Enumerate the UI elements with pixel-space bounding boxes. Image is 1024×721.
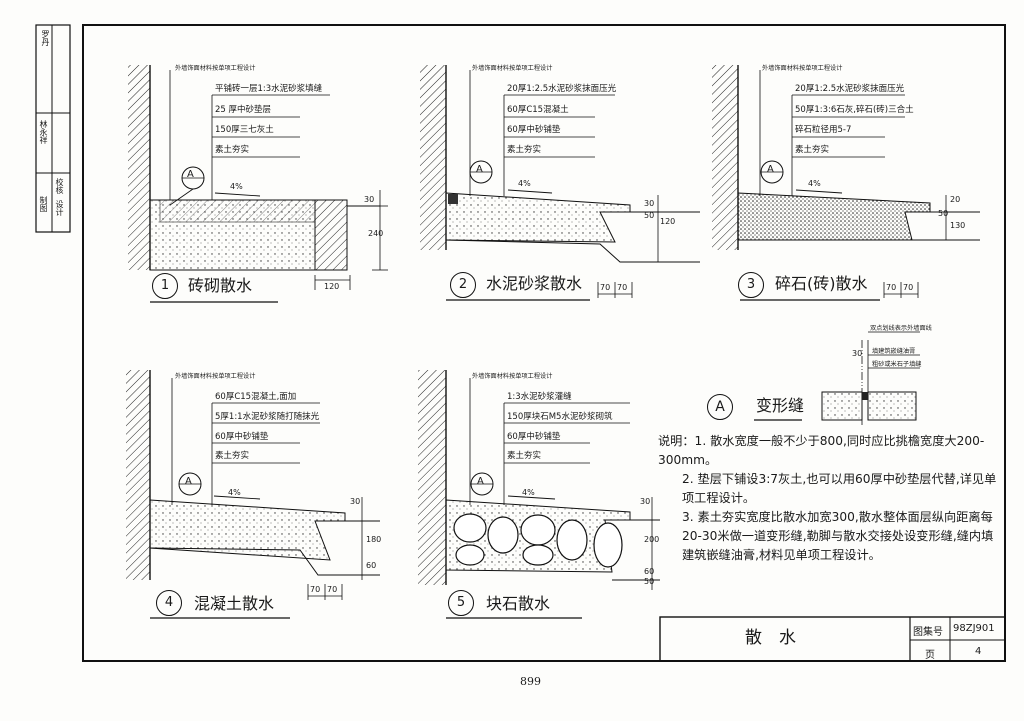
stamp-label-3: 制图 [39,196,48,212]
detail-4-dim-1: 30 [350,497,361,506]
detail-1-drawing [128,65,388,303]
detail-5-title: 块石散水 [486,594,551,613]
detail-4-dim-2: 180 [366,535,382,544]
detail-5-layer-2: 150厚块石M5水泥砂浆砌筑 [507,412,613,422]
joint-ref-2: A [476,164,483,175]
detail-3-dim-2: 50 [938,209,949,218]
title-block-title: 散 水 [745,628,796,648]
detail-1-layer-3: 150厚三七灰土 [215,125,274,135]
joint-ref-3: A [767,164,774,175]
joint-label-1: 双点划线表示外墙面线 [870,325,932,332]
detail-5-dim-1: 30 [640,497,651,506]
detail-3-dim-1: 20 [950,195,961,204]
detail-1-dim-2: 240 [368,229,384,238]
joint-label-2: 填建筑嵌缝油膏 [872,348,916,355]
detail-2-number: 2 [450,272,476,298]
detail-1-slope: 4% [230,182,243,191]
page-no: 4 [975,646,982,657]
detail-5-layer-1: 1:3水泥砂浆灌缝 [507,392,572,402]
detail-4-drawing [126,370,380,619]
stamp-label-1: 校核 [55,178,64,194]
atlas-label: 图集号 [913,627,943,638]
detail-1-dim-1: 30 [364,195,375,204]
detail-2-layer-3: 60厚中砂铺垫 [507,125,561,135]
page-number: 899 [520,675,541,688]
detail-2-title: 水泥砂浆散水 [486,274,583,293]
detail-3-title: 碎石(砖)散水 [775,274,868,293]
detail-1-title: 砖砌散水 [188,276,253,295]
wall-finish-note-1: 外墙饰面材料按单项工程设计 [175,65,256,72]
detail-4-layer-1: 60厚C15混凝土,面加 [215,392,297,402]
joint-label-3: 粗砂或米石子填缝 [872,361,922,368]
joint-title: 变形缝 [756,396,805,415]
detail-5-dim-4: 50 [644,577,655,586]
detail-3-slope: 4% [808,179,821,188]
detail-2-slope: 4% [518,179,531,188]
detail-2-dim-3: 120 [660,217,676,226]
detail-3-dim-4: 70 [886,283,897,292]
detail-2-dim-2: 50 [644,211,655,220]
detail-5-slope: 4% [522,488,535,497]
atlas-number: 98ZJ901 [953,623,995,634]
detail-3-layer-1: 20厚1:2.5水泥砂浆抹面压光 [795,84,905,94]
detail-3-layer-2: 50厚1:3:6石灰,碎石(砖)三合土 [795,105,914,115]
explanation-line-1: 说明：1. 散水宽度一般不少于800,同时应比挑檐宽度大200-300mm。 [658,434,985,467]
joint-number: A [707,394,733,420]
detail-3-dim-3: 130 [950,221,966,230]
detail-2-layer-1: 20厚1:2.5水泥砂浆抹面压光 [507,84,617,94]
detail-4-layer-2: 5厚1:1水泥砂浆随打随抹光 [215,412,320,422]
detail-5-drawing [418,370,660,619]
stamp-label-2: 设计 [55,200,64,216]
detail-1-layer-4: 素土夯实 [215,145,250,155]
detail-2-drawing [420,65,700,301]
wall-finish-note-3: 外墙饰面材料按单项工程设计 [762,65,843,72]
detail-3-layer-4: 素土夯实 [795,145,830,155]
explanation-line-2: 2. 垫层下铺设3:7灰土,也可以用60厚中砂垫层代替,详见单项工程设计。 [682,472,997,505]
detail-2-layer-4: 素土夯实 [507,145,542,155]
detail-4-layer-4: 素土夯实 [215,451,250,461]
detail-5-layer-3: 60厚中砂铺垫 [507,432,561,442]
detail-1-layer-1: 平铺砖一层1:3水泥砂浆填缝 [215,84,323,94]
wall-finish-note-2: 外墙饰面材料按单项工程设计 [472,65,553,72]
detail-2-dim-4: 70 [600,283,611,292]
joint-dim: 30 [852,349,863,358]
detail-3-layer-3: 碎石粒径用5-7 [795,125,852,135]
detail-5-dim-2: 200 [644,535,660,544]
joint-ref-5: A [477,476,484,487]
detail-5-number: 5 [448,590,474,616]
detail-4-dim-3: 60 [366,561,377,570]
detail-4-number: 4 [156,590,182,616]
detail-1-layer-2: 25 厚中砂垫层 [215,105,272,115]
joint-ref-4: A [185,476,192,487]
detail-2-layer-2: 60厚C15混凝土 [507,105,569,115]
detail-3-dim-5: 70 [903,283,914,292]
detail-4-dim-4: 70 [310,585,321,594]
joint-ref-1: A [187,169,194,180]
detail-1-number: 1 [152,273,178,299]
detail-4-title: 混凝土散水 [194,594,275,613]
detail-4-dim-5: 70 [327,585,338,594]
detail-3-number: 3 [738,272,764,298]
detail-3-drawing [712,65,980,301]
detail-2-dim-5: 70 [617,283,628,292]
joint-detail-drawing [754,331,920,425]
detail-2-dim-1: 30 [644,199,655,208]
wall-finish-note-5: 外墙饰面材料按单项工程设计 [472,373,553,380]
wall-finish-note-4: 外墙饰面材料按单项工程设计 [175,373,256,380]
detail-5-dim-3: 60 [644,567,655,576]
detail-5-layer-4: 素土夯实 [507,451,542,461]
detail-4-slope: 4% [228,488,241,497]
detail-1-dim-3: 120 [324,282,340,291]
explanation-line-3: 3. 素土夯实宽度比散水加宽300,散水整体面层纵向距离每20-30米做一道变形… [682,510,994,562]
detail-4-layer-3: 60厚中砂铺垫 [215,432,269,442]
page-label: 页 [925,650,935,661]
stamp-name-1: 林永祥 [39,120,48,144]
explanation-notes: 说明：1. 散水宽度一般不少于800,同时应比挑檐宽度大200-300mm。 2… [658,432,1004,565]
stamp-signature: 罗丹 [41,30,50,46]
